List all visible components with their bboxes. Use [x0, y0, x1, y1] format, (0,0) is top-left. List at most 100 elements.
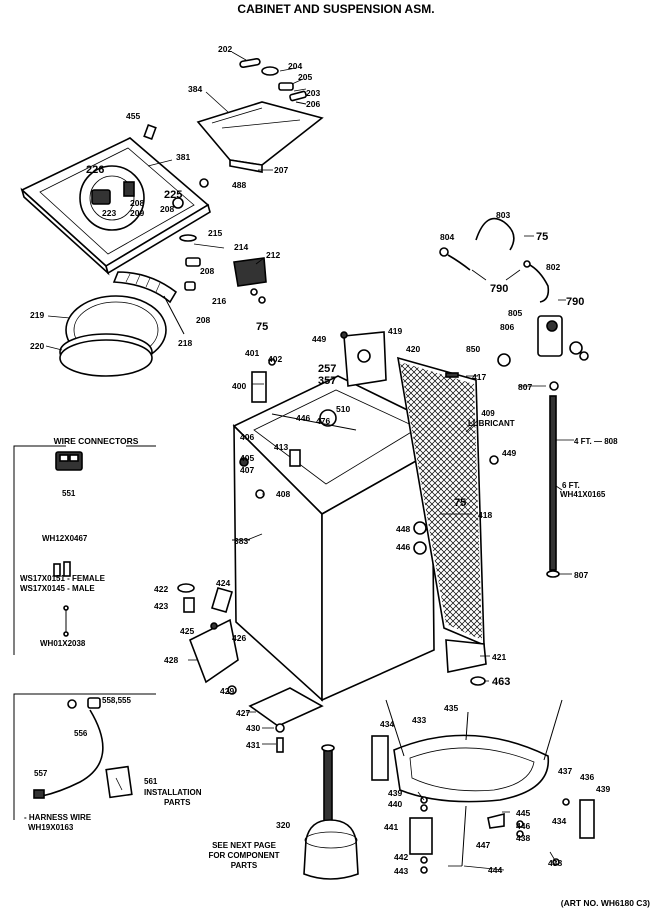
- callout-448: 448: [396, 524, 410, 534]
- callout-428: 428: [164, 655, 178, 665]
- lid: [196, 101, 324, 173]
- fill-hose-parts: [439, 217, 589, 578]
- harness-556: 556: [74, 729, 88, 738]
- callout-4ft-808: 4 FT. — 808: [574, 437, 618, 446]
- callout-430: 430: [246, 723, 260, 733]
- callout-257: 257: [318, 363, 336, 375]
- wc-part-wh12x0467: WH12X0467: [42, 534, 88, 543]
- harness-box: [13, 693, 156, 820]
- callout-209: 209: [130, 208, 144, 218]
- harness-561: 561: [144, 777, 158, 786]
- callout-216: 216: [212, 296, 226, 306]
- note-line-2: FOR COMPONENT: [208, 851, 279, 860]
- cabinet-top: [20, 137, 211, 276]
- callout-417: 417: [472, 372, 486, 382]
- wc-part-female: WS17X0151 - FEMALE: [20, 574, 106, 583]
- leg-parts: [177, 583, 324, 753]
- callout-381: 381: [176, 152, 190, 162]
- callout-850: 850: [466, 344, 480, 354]
- callout-449a: 449: [312, 334, 326, 344]
- callout-446a: 446: [296, 413, 310, 423]
- callout-383: 383: [234, 536, 248, 546]
- note-line-3: PARTS: [231, 861, 258, 870]
- callout-6ft: 6 FT.: [562, 481, 580, 490]
- lid-hinge-parts: [239, 57, 307, 105]
- callout-442: 442: [394, 852, 408, 862]
- art-number: (ART NO. WH6180 C3): [561, 898, 650, 908]
- callout-463: 463: [492, 676, 510, 688]
- callout-803: 803: [496, 210, 510, 220]
- callout-208b: 208: [160, 204, 174, 214]
- callout-421: 421: [492, 652, 506, 662]
- leader-lines: [45, 51, 574, 871]
- callout-214: 214: [234, 242, 248, 252]
- small-parts-top: [143, 123, 267, 304]
- callout-431: 431: [246, 740, 260, 750]
- note-line-1: SEE NEXT PAGE: [212, 841, 277, 850]
- callout-510: 510: [336, 404, 350, 414]
- callout-223a: 223: [102, 208, 116, 218]
- callout-446c: 446: [516, 821, 530, 831]
- harness-wire-1: - HARNESS WIRE: [24, 813, 92, 822]
- callout-208d: 208: [196, 315, 210, 325]
- callout-413: 413: [274, 442, 288, 452]
- wire-connectors-box: [13, 445, 156, 655]
- callout-447: 447: [476, 840, 490, 850]
- callout-790a: 790: [490, 283, 508, 295]
- callout-226: 226: [86, 164, 104, 176]
- transmission: [303, 744, 359, 880]
- callout-407: 407: [240, 465, 254, 475]
- callout-219: 219: [30, 310, 44, 320]
- callout-433: 433: [412, 715, 426, 725]
- callout-806: 806: [500, 322, 514, 332]
- callout-446b: 446: [396, 542, 410, 552]
- callout-225: 225: [164, 189, 182, 201]
- callout-405: 405: [240, 453, 254, 463]
- callout-445: 445: [516, 808, 530, 818]
- harness-install-2: PARTS: [164, 798, 191, 807]
- callout-424: 424: [216, 578, 230, 588]
- callout-434a: 434: [380, 719, 394, 729]
- callout-423: 423: [154, 601, 168, 611]
- callout-207: 207: [274, 165, 288, 175]
- cabinet-body: [232, 375, 437, 702]
- callout-807b: 807: [574, 570, 588, 580]
- callout-440: 440: [388, 799, 402, 809]
- callout-202: 202: [218, 44, 232, 54]
- tub-cover-ring: [59, 271, 185, 377]
- callout-422: 422: [154, 584, 168, 594]
- callout-215: 215: [208, 228, 222, 238]
- callout-420: 420: [406, 344, 420, 354]
- harness-557: 557: [34, 769, 48, 778]
- callout-401: 401: [245, 348, 259, 358]
- callout-320: 320: [276, 820, 290, 830]
- callout-488: 488: [232, 180, 246, 190]
- harness-wire-2: WH19X0163: [28, 823, 74, 832]
- callout-208c: 208: [200, 266, 214, 276]
- callout-218: 218: [178, 338, 192, 348]
- callout-439b: 439: [388, 788, 402, 798]
- callout-435: 435: [444, 703, 458, 713]
- callout-wh41x0165: WH41X0165: [560, 490, 606, 499]
- callout-75b: 75: [536, 231, 548, 243]
- callout-434b: 434: [552, 816, 566, 826]
- callout-206: 206: [306, 99, 320, 109]
- callout-408: 408: [276, 489, 290, 499]
- callout-75c: 75: [454, 497, 466, 509]
- callout-790b: 790: [566, 296, 584, 308]
- callout-212: 212: [266, 250, 280, 260]
- callout-802: 802: [546, 262, 560, 272]
- callout-436: 436: [580, 772, 594, 782]
- callout-437: 437: [558, 766, 572, 776]
- callout-400: 400: [232, 381, 246, 391]
- callout-419: 419: [388, 326, 402, 336]
- page-title: CABINET AND SUSPENSION ASM.: [237, 2, 434, 16]
- control-box: [340, 331, 387, 387]
- harness-558: 558,555: [102, 696, 131, 705]
- callout-426: 426: [232, 633, 246, 643]
- callout-804: 804: [440, 232, 454, 242]
- callout-476: 476: [316, 416, 330, 426]
- wc-part-male: WS17X0145 - MALE: [20, 584, 95, 593]
- callout-449b: 449: [502, 448, 516, 458]
- callout-205: 205: [298, 72, 312, 82]
